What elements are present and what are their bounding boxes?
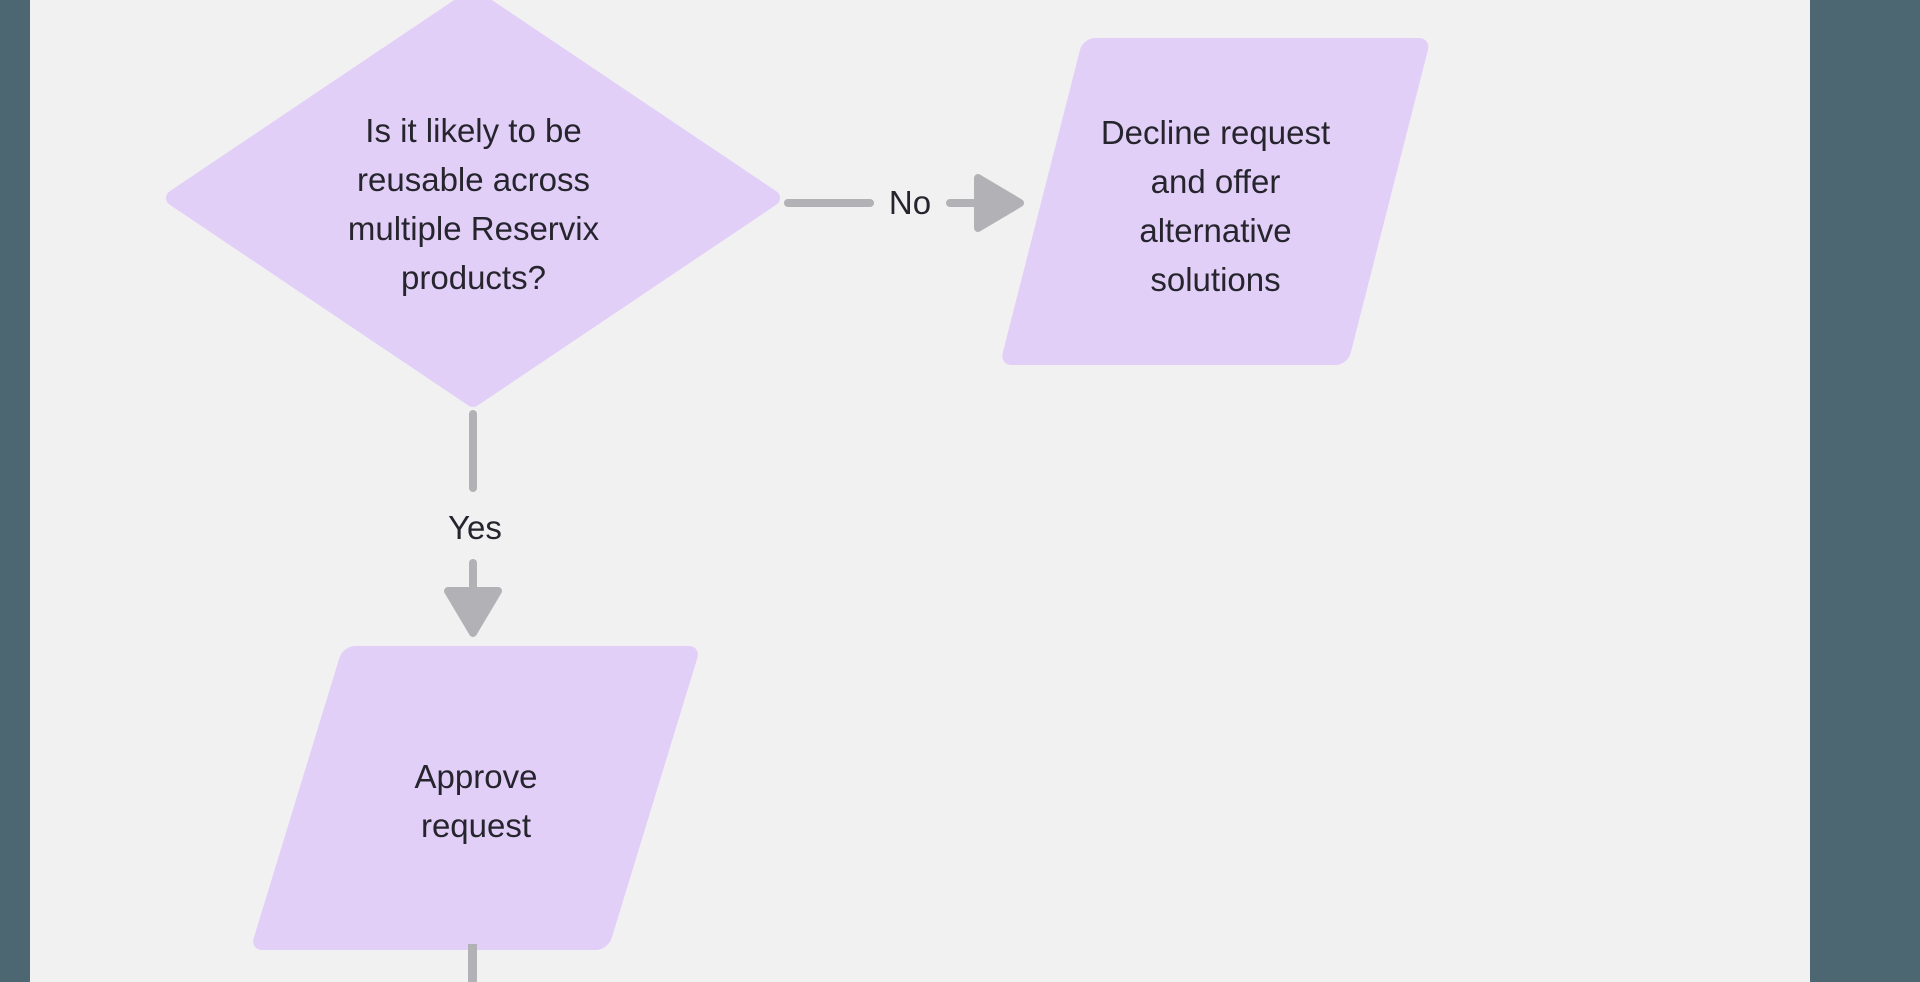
approve-node-shape[interactable] xyxy=(250,646,702,950)
yes-connector-segment-1 xyxy=(469,410,477,492)
no-connector-segment-1 xyxy=(784,199,874,207)
decline-node-shape[interactable] xyxy=(999,38,1431,365)
no-arrowhead-icon xyxy=(974,174,1024,232)
no-branch-label: No xyxy=(888,184,932,221)
no-connector-segment-2 xyxy=(946,199,982,207)
right-page-background-strip xyxy=(1810,0,1920,982)
yes-branch-label: Yes xyxy=(448,509,502,546)
decision-diamond-shape[interactable] xyxy=(166,0,780,408)
yes-arrowhead-icon xyxy=(444,587,502,637)
left-page-background-strip xyxy=(0,0,30,982)
yes-connector-segment-2 xyxy=(469,559,477,591)
approve-exit-connector xyxy=(468,944,477,982)
